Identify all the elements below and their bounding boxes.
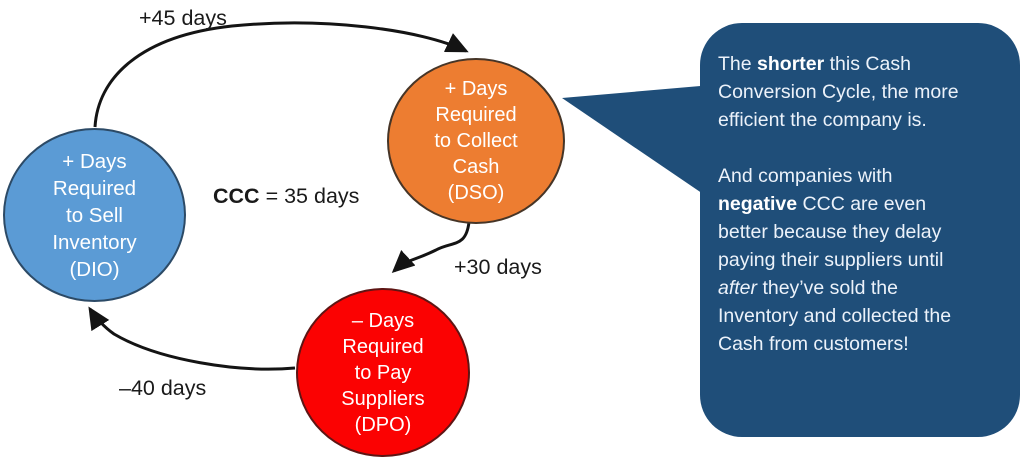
callout-paragraph-1: The shorter this Cash Conversion Cycle, … bbox=[718, 53, 959, 131]
node-dso-label: + Days Required to Collect Cash (DSO) bbox=[434, 78, 518, 204]
node-days-to-collect-cash: + Days Required to Collect Cash (DSO) bbox=[387, 58, 565, 224]
node-days-to-pay-suppliers: – Days Required to Pay Suppliers (DPO) bbox=[296, 288, 470, 457]
callout-tail bbox=[562, 85, 712, 200]
callout-bubble: The shorter this Cash Conversion Cycle, … bbox=[700, 23, 1020, 437]
node-days-to-sell-inventory: + Days Required to Sell Inventory (DIO) bbox=[3, 128, 186, 302]
node-dio-label: + Days Required to Sell Inventory (DIO) bbox=[52, 149, 137, 281]
arrow-dpo-to-dio bbox=[88, 306, 296, 371]
node-dpo-label: – Days Required to Pay Suppliers (DPO) bbox=[341, 309, 425, 436]
ccc-total-bold: CCC bbox=[213, 184, 260, 208]
arrow-label-minus-40-days: –40 days bbox=[119, 376, 207, 400]
arrow-dio-to-dso bbox=[93, 21, 469, 128]
arrow-dso-to-dpo bbox=[391, 221, 471, 274]
arrow-label-plus-45-days: +45 days bbox=[139, 6, 227, 30]
arrow-label-plus-30-days: +30 days bbox=[454, 255, 542, 279]
callout-paragraph-2: And companies with negative CCC are even… bbox=[718, 165, 952, 355]
ccc-total-label: CCC = 35 days bbox=[213, 184, 359, 209]
ccc-total-rest: = 35 days bbox=[259, 184, 360, 208]
